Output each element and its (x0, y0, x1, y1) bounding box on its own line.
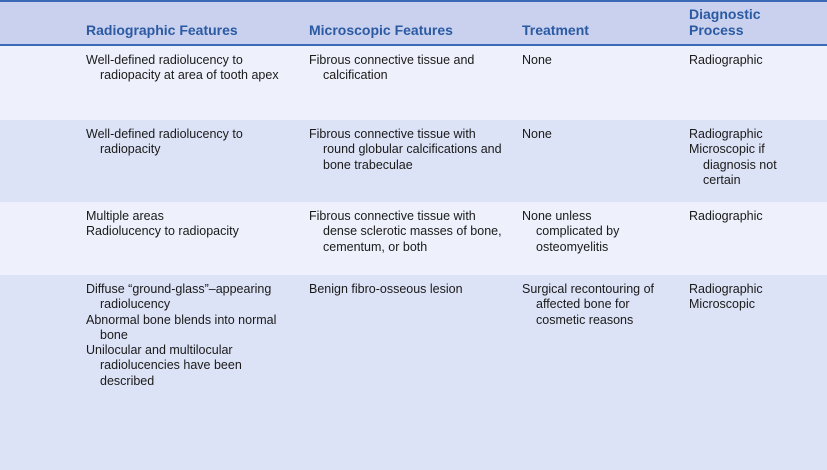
cell-line: Surgical recontouring of affected bone f… (522, 282, 655, 327)
cell-line: Well-defined radiolucency to radiopacity… (86, 53, 279, 83)
microscopic-cell: Fibrous connective tissue and calcificat… (309, 53, 514, 84)
microscopic-cell: Fibrous connective tissue with dense scl… (309, 209, 514, 255)
cell-line: Unilocular and multilocular radiolucenci… (86, 343, 242, 388)
table-row: Multiple areas Radiolucency to radiopaci… (0, 202, 827, 275)
cell-line: None unless complicated by osteomyelitis (522, 209, 620, 254)
cell-line: Radiographic (689, 209, 763, 223)
cell-line: Microscopic (689, 297, 755, 312)
cell-line: Diffuse “ground-glass”–appearing radiolu… (86, 282, 272, 312)
cell-line: Radiographic (689, 53, 763, 67)
cell-line: Fibrous connective tissue with dense scl… (309, 209, 502, 254)
cell-line: Radiolucency to radiopacity (86, 224, 239, 239)
table-row: Diffuse “ground-glass”–appearing radiolu… (0, 275, 827, 470)
radiographic-cell: Well-defined radiolucency to radiopacity (86, 127, 301, 158)
header-radiographic-features: Radiographic Features (86, 22, 238, 38)
table-row: Well-defined radiolucency to radiopacity… (0, 46, 827, 120)
microscopic-cell: Fibrous connective tissue with round glo… (309, 127, 514, 173)
cell-line: Multiple areas (86, 209, 164, 223)
diagnostic-cell: Radiographic Microscopic (689, 282, 819, 313)
cell-line: None (522, 53, 552, 67)
cell-line: Abnormal bone blends into normal bone (86, 312, 277, 342)
cell-line: Radiographic (689, 282, 763, 296)
table-row: Well-defined radiolucency to radiopacity… (0, 120, 827, 202)
treatment-cell: None (522, 127, 682, 142)
header-diagnostic-process: Diagnostic Process (689, 6, 761, 38)
cell-line: Well-defined radiolucency to radiopacity (86, 127, 243, 157)
cell-line: Fibrous connective tissue and calcificat… (309, 53, 475, 83)
radiographic-cell: Diffuse “ground-glass”–appearing radiolu… (86, 282, 301, 389)
microscopic-cell: Benign fibro-osseous lesion (309, 282, 514, 297)
header-microscopic-features: Microscopic Features (309, 22, 453, 38)
treatment-cell: None (522, 53, 682, 68)
cell-line: Microscopic if diagnosis not certain (689, 142, 777, 187)
table-header: Radiographic Features Microscopic Featur… (0, 0, 827, 46)
cell-line: Radiographic (689, 127, 763, 141)
radiographic-cell: Well-defined radiolucency to radiopacity… (86, 53, 301, 84)
radiographic-cell: Multiple areas Radiolucency to radiopaci… (86, 209, 301, 240)
cell-line: None (522, 127, 552, 141)
cell-line: Benign fibro-osseous lesion (309, 282, 463, 296)
treatment-cell: Surgical recontouring of affected bone f… (522, 282, 682, 328)
diagnostic-cell: Radiographic (689, 53, 819, 68)
header-treatment: Treatment (522, 22, 589, 38)
diagnostic-cell: Radiographic Microscopic if diagnosis no… (689, 127, 819, 188)
cell-line: Fibrous connective tissue with round glo… (309, 127, 502, 172)
treatment-cell: None unless complicated by osteomyelitis (522, 209, 682, 255)
diagnostic-cell: Radiographic (689, 209, 819, 224)
